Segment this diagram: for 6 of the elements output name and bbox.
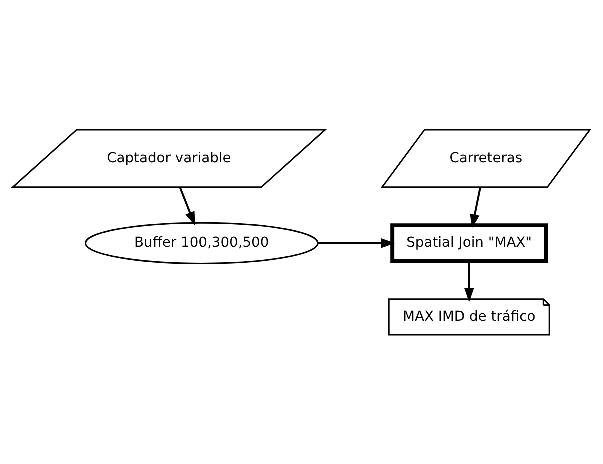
arrow [318, 238, 396, 248]
arrow [464, 260, 474, 302]
node-ellipse: Buffer 100,300,500 [84, 222, 319, 264]
arrow [179, 186, 196, 226]
arrow [470, 187, 482, 228]
node-box: Spatial Join "MAX" [390, 223, 548, 263]
